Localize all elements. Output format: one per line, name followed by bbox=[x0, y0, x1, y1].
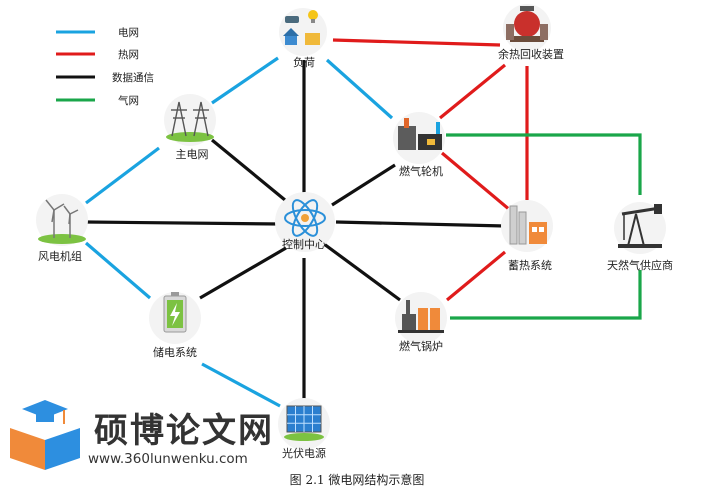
electric-line-maingrid-wind bbox=[85, 146, 160, 205]
node-pv-label: 光伏电源 bbox=[282, 446, 326, 460]
node-wind-label: 风电机组 bbox=[38, 249, 82, 263]
electric-line-battery-pv bbox=[201, 362, 281, 408]
watermark-url: www.360lunwenku.com bbox=[88, 451, 248, 467]
house-icon bbox=[285, 35, 297, 45]
node-control-label: 控制中心 bbox=[282, 237, 326, 251]
watermark-brand: 硕博论文网 bbox=[94, 411, 274, 451]
node-gas-boiler-label: 燃气锅炉 bbox=[399, 339, 443, 353]
node-heat-recovery-label: 余热回收装置 bbox=[498, 47, 564, 61]
node-main-grid-label: 主电网 bbox=[176, 148, 209, 161]
legend: 电网 热网 数据通信 气网 bbox=[56, 26, 154, 107]
pylon-icon bbox=[171, 101, 209, 137]
watermark: 硕博论文网 www.360lunwenku.com bbox=[10, 400, 274, 470]
wind-turbine-icon bbox=[45, 199, 79, 238]
node-battery-label: 储电系统 bbox=[153, 345, 197, 359]
gas-lines bbox=[446, 133, 642, 320]
data-line-control-battery bbox=[199, 246, 287, 300]
oil-pump-icon bbox=[618, 204, 662, 248]
legend-gas-label: 气网 bbox=[118, 94, 139, 107]
heat-line-gasturbine-heatstorage bbox=[440, 151, 512, 212]
heat-line-heatrecovery-gasturbine bbox=[438, 63, 507, 120]
node-gas-turbine-label: 燃气轮机 bbox=[399, 164, 443, 178]
data-line-control-gasturbine bbox=[331, 163, 396, 207]
graduation-book-logo bbox=[10, 400, 80, 470]
legend-electric-label: 电网 bbox=[118, 26, 139, 39]
node-pv: 光伏电源 bbox=[278, 398, 330, 460]
heat-recovery-tank-icon bbox=[514, 11, 540, 37]
node-gas-supplier: 天然气供应商 bbox=[607, 202, 673, 272]
legend-heat-label: 热网 bbox=[118, 48, 139, 61]
heat-line-load-heatrecovery bbox=[332, 38, 501, 47]
bulb-icon bbox=[308, 10, 318, 20]
electric-line-load-gasturbine bbox=[325, 58, 394, 120]
heat-lines bbox=[332, 38, 529, 302]
node-gas-turbine: 燃气轮机 bbox=[393, 112, 445, 178]
heat-line-boiler-heatstorage bbox=[445, 250, 507, 302]
node-main-grid: 主电网 bbox=[164, 94, 216, 161]
node-wind: 风电机组 bbox=[36, 194, 88, 263]
data-lines bbox=[85, 60, 506, 400]
node-load-bg bbox=[279, 8, 327, 56]
data-line-control-maingrid bbox=[210, 138, 287, 202]
node-heat-recovery: 余热回收装置 bbox=[498, 4, 564, 61]
atom-icon bbox=[284, 199, 326, 237]
data-line-control-wind bbox=[85, 220, 281, 226]
appliance-icon bbox=[305, 33, 320, 45]
heat-storage-icon bbox=[509, 205, 518, 245]
data-line-control-boiler bbox=[323, 242, 401, 302]
node-load-label: 负荷 bbox=[293, 55, 315, 69]
node-battery: 储电系统 bbox=[149, 292, 201, 359]
electric-lines bbox=[84, 56, 394, 408]
gas-turbine-icon bbox=[398, 126, 416, 150]
electric-line-wind-battery bbox=[84, 241, 152, 300]
electric-line-load-maingrid bbox=[211, 56, 279, 105]
gas-line-turbine-supplier bbox=[446, 133, 642, 195]
node-gas-supplier-label: 天然气供应商 bbox=[607, 258, 673, 272]
gas-boiler-icon bbox=[402, 314, 416, 332]
figure-caption: 图 2.1 微电网结构示意图 bbox=[290, 472, 425, 487]
node-heat-storage-label: 蓄热系统 bbox=[508, 259, 552, 272]
gas-line-boiler-supplier bbox=[450, 270, 642, 320]
node-control: 控制中心 bbox=[275, 192, 335, 252]
node-heat-storage: 蓄热系统 bbox=[501, 200, 553, 272]
data-line-control-heatstorage bbox=[335, 220, 506, 228]
node-load: 负荷 bbox=[279, 8, 327, 69]
legend-data-label: 数据通信 bbox=[112, 71, 154, 84]
car-icon bbox=[285, 16, 299, 23]
node-gas-boiler: 燃气锅炉 bbox=[395, 292, 447, 353]
